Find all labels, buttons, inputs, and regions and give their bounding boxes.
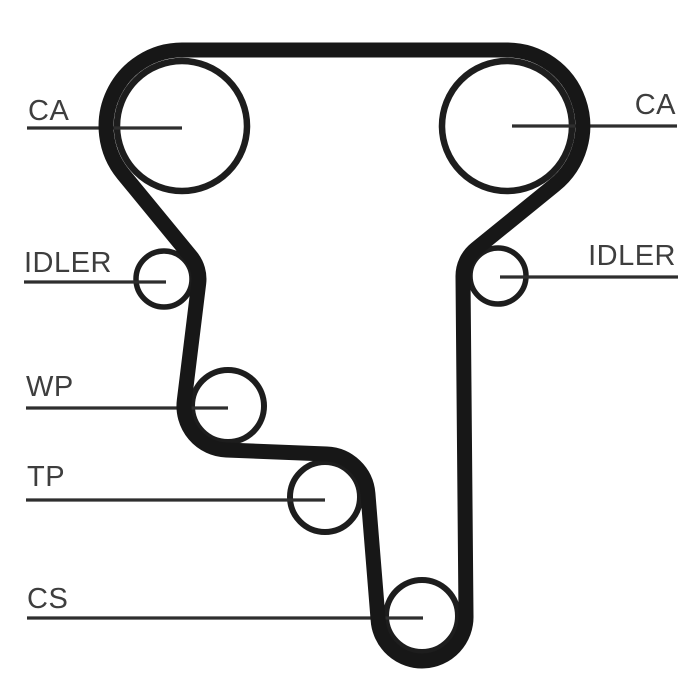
label-idler-right: IDLER	[588, 240, 676, 272]
label-ca-left: CA	[28, 95, 69, 127]
pulley-circle-wp	[189, 367, 267, 445]
pulley-circle-ca-left	[113, 57, 251, 195]
label-tp: TP	[27, 461, 65, 493]
pulley-circle-tp	[287, 459, 363, 535]
label-cs: CS	[27, 583, 68, 615]
pulley-circle-cs	[383, 577, 461, 655]
timing-belt	[98, 42, 591, 669]
label-wp: WP	[26, 371, 74, 403]
label-idler-left: IDLER	[24, 247, 112, 279]
label-ca-right: CA	[635, 89, 676, 121]
